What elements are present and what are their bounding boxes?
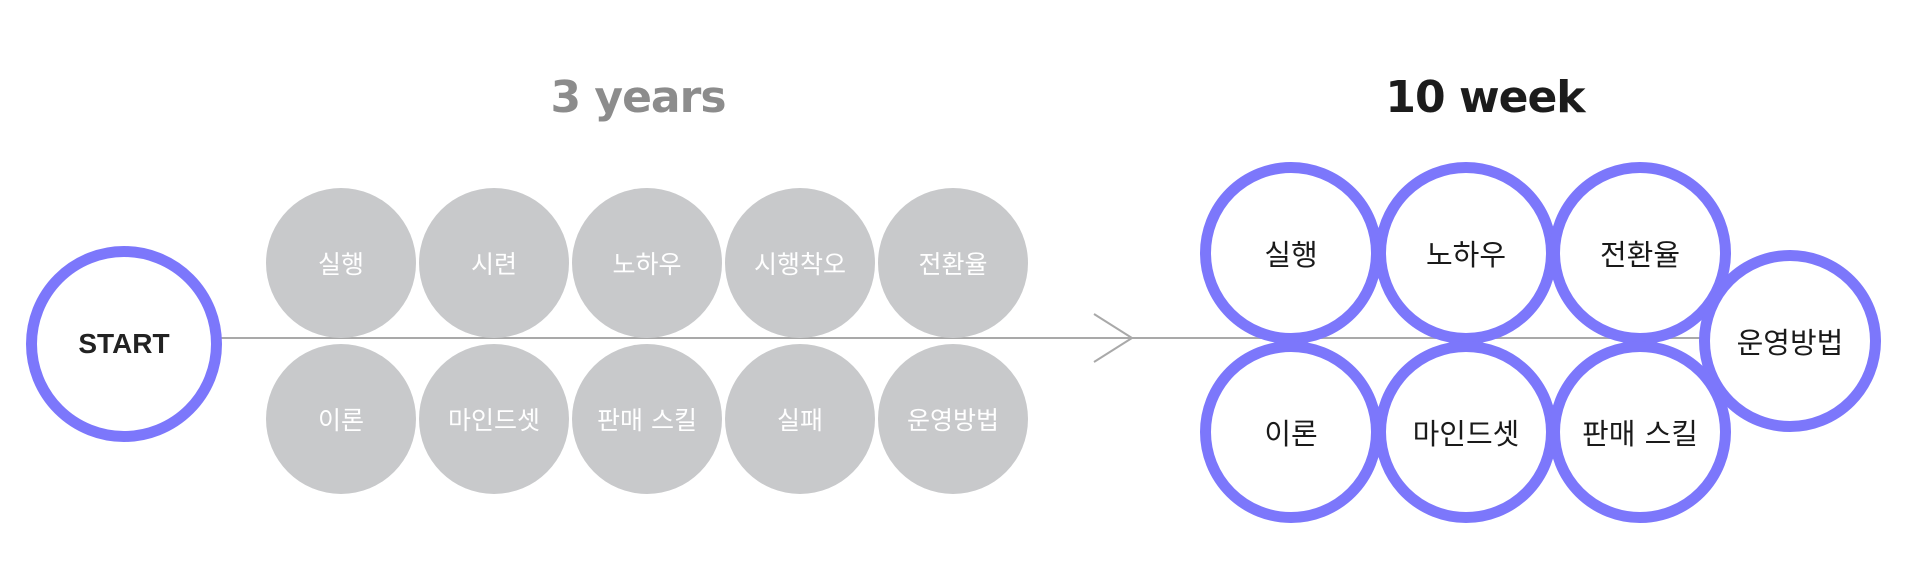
new-step-conversion-rate: 전환율 [1549, 162, 1731, 344]
old-step-trial: 시련 [419, 188, 569, 338]
old-step-sales-skill: 판매 스킬 [572, 344, 722, 494]
old-step-label: 시련 [470, 250, 517, 279]
old-step-label: 이론 [317, 406, 364, 435]
new-duration-title: 10 week [1385, 72, 1585, 123]
new-step-label: 이론 [1264, 417, 1318, 451]
new-step-label: 판매 스킬 [1582, 417, 1698, 451]
old-step-failure: 실패 [725, 344, 875, 494]
old-step-conversion-rate: 전환율 [878, 188, 1028, 338]
new-step-mindset: 마인드셋 [1375, 341, 1557, 523]
old-duration-title: 3 years [550, 72, 726, 123]
old-step-trial-and-error: 시행착오 [725, 188, 875, 338]
new-step-label: 전환율 [1599, 238, 1681, 272]
new-step-label: 노하우 [1425, 238, 1507, 272]
old-step-operations: 운영방법 [878, 344, 1028, 494]
new-step-label: 마인드셋 [1412, 417, 1520, 451]
new-step-operations: 운영방법 [1699, 250, 1881, 432]
old-step-label: 운영방법 [906, 406, 999, 435]
old-step-label: 노하우 [612, 250, 682, 279]
new-step-execution: 실행 [1200, 162, 1382, 344]
start-label: START [78, 328, 170, 359]
new-step-knowhow: 노하우 [1375, 162, 1557, 344]
old-step-label: 판매 스킬 [597, 406, 697, 435]
start-node: START [26, 246, 222, 442]
old-step-knowhow: 노하우 [572, 188, 722, 338]
timeline-line [218, 337, 1708, 339]
old-step-execution: 실행 [266, 188, 416, 338]
old-step-theory: 이론 [266, 344, 416, 494]
new-step-label: 운영방법 [1736, 326, 1844, 360]
new-step-label: 실행 [1264, 238, 1318, 272]
new-step-theory: 이론 [1200, 341, 1382, 523]
old-step-label: 실패 [776, 406, 823, 435]
new-step-sales-skill: 판매 스킬 [1549, 341, 1731, 523]
old-step-label: 시행착오 [753, 250, 846, 279]
old-step-label: 전환율 [918, 250, 988, 279]
old-step-label: 실행 [317, 250, 364, 279]
old-step-label: 마인드셋 [447, 406, 540, 435]
old-step-mindset: 마인드셋 [419, 344, 569, 494]
arrow-right-icon [1093, 313, 1134, 363]
